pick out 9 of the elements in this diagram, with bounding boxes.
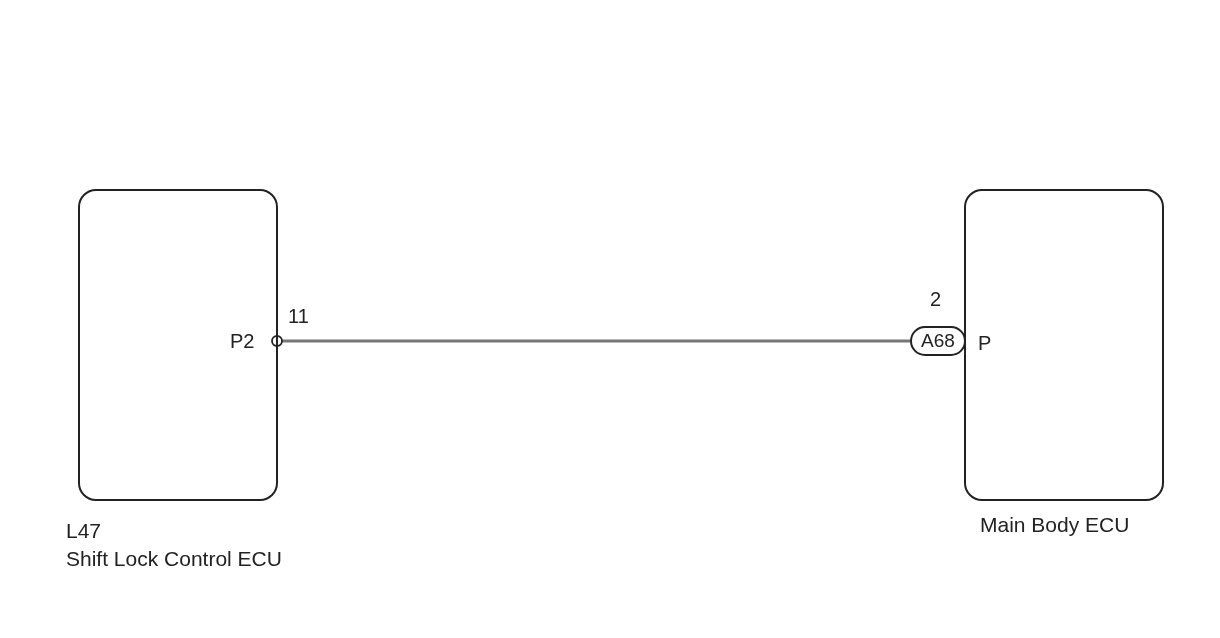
connector-code: L47 [66, 519, 102, 543]
component-name: Shift Lock Control ECU [66, 547, 282, 571]
component-name: Main Body ECU [980, 513, 1130, 537]
pin-number: 11 [288, 305, 309, 328]
pin-name: P2 [230, 330, 255, 353]
connector-code: A68 [921, 330, 955, 352]
wire [271, 335, 910, 347]
pin-name: P [978, 332, 992, 355]
pin-number: 2 [930, 288, 942, 311]
